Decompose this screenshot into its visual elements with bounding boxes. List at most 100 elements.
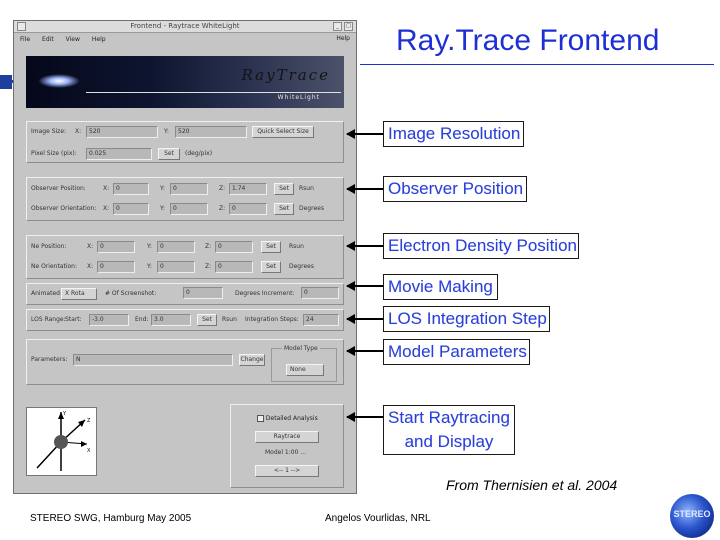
observer-pos-set-button[interactable]: Set: [274, 183, 294, 195]
minimize-icon[interactable]: _: [333, 22, 342, 31]
footer-center: Angelos Vourlidas, NRL: [325, 513, 431, 524]
observer-position-label: Observer Position:: [31, 185, 86, 192]
detailed-analysis-option[interactable]: Detailed Analysis: [257, 415, 318, 422]
observer-pos-unit: Rsun: [299, 185, 314, 192]
image-y-field[interactable]: 520: [175, 126, 247, 138]
ne-or-y-label: Y:: [147, 263, 152, 270]
callout-image-resolution: Image Resolution: [383, 121, 524, 147]
arrow-image-resolution: [346, 129, 383, 139]
observer-pos-x-label: X:: [103, 185, 110, 192]
los-end-field[interactable]: 3.0: [151, 314, 191, 326]
arrow-start-raytracing: [346, 412, 383, 422]
callout-observer-position: Observer Position: [383, 176, 527, 202]
los-range-label: LOS Range:: [31, 316, 66, 323]
footer-left: STEREO SWG, Hamburg May 2005: [30, 513, 192, 524]
arrow-model-parameters: [346, 346, 383, 356]
quick-select-size-button[interactable]: Quick Select Size: [252, 126, 314, 138]
title-rule: [360, 64, 714, 65]
observer-or-x-field[interactable]: 0: [113, 203, 149, 215]
los-unit: Rsun: [222, 316, 237, 323]
start-panel: Detailed Analysis Raytrace Model 1:00 ..…: [230, 404, 344, 488]
window-menu-icon[interactable]: [17, 22, 26, 31]
callout-los-step: LOS Integration Step: [383, 306, 550, 332]
observer-panel: Observer Position: X: 0 Y: 0 Z: 1.74 Set…: [26, 177, 344, 221]
arrow-los-step: [346, 314, 383, 324]
integration-steps-field[interactable]: 24: [303, 314, 339, 326]
callout-movie-making: Movie Making: [383, 274, 498, 300]
screenshot-count-label: # Of Screenshot:: [105, 290, 157, 297]
observer-or-z-field[interactable]: 0: [229, 203, 267, 215]
axis-y-label: Y: [62, 411, 67, 417]
observer-or-set-button[interactable]: Set: [274, 203, 294, 215]
model-type-label: Model Type: [282, 345, 320, 352]
axes-orientation-view[interactable]: Y Z X: [26, 407, 97, 476]
image-y-label: Y:: [164, 128, 169, 135]
ne-or-z-field[interactable]: 0: [215, 261, 253, 273]
degrees-increment-label: Degrees Increment:: [235, 290, 295, 297]
ne-pos-z-label: Z:: [205, 243, 212, 250]
ne-pos-z-field[interactable]: 0: [215, 241, 253, 253]
electron-density-panel: Ne Position: X: 0 Y: 0 Z: 0 Set Rsun Ne …: [26, 235, 344, 279]
degrees-increment-field[interactable]: 0: [301, 287, 339, 299]
observer-pos-x-field[interactable]: 0: [113, 183, 149, 195]
model-type-select[interactable]: None: [286, 364, 324, 376]
observer-pos-z-field[interactable]: 1.74: [229, 183, 267, 195]
change-button[interactable]: Change: [239, 354, 265, 366]
frame-nav-button[interactable]: <-- 1 -->: [255, 465, 319, 477]
raytrace-banner: RayTrace WhiteLight: [26, 56, 344, 108]
window-titlebar: Frontend - Raytrace WhiteLight _ □: [14, 21, 356, 33]
ne-or-y-field[interactable]: 0: [157, 261, 195, 273]
ne-pos-y-label: Y:: [147, 243, 152, 250]
ne-orientation-label: Ne Orientation:: [31, 263, 77, 270]
arrow-movie-making: [346, 281, 383, 291]
ne-or-z-label: Z:: [205, 263, 212, 270]
ne-pos-y-field[interactable]: 0: [157, 241, 195, 253]
observer-or-y-field[interactable]: 0: [170, 203, 208, 215]
checkbox-icon[interactable]: [257, 415, 264, 422]
observer-or-unit: Degrees: [299, 205, 324, 212]
menu-bar: File Edit View Help Help: [14, 33, 356, 45]
pixel-unit-label: (deg/pix): [185, 150, 213, 157]
menu-edit[interactable]: Edit: [42, 35, 54, 43]
integration-steps-label: Integration Steps:: [245, 316, 299, 323]
screenshot-count-field[interactable]: 0: [183, 287, 223, 299]
los-set-button[interactable]: Set: [197, 314, 217, 326]
observer-pos-y-field[interactable]: 0: [170, 183, 208, 195]
menu-file[interactable]: File: [20, 35, 31, 43]
ne-or-set-button[interactable]: Set: [261, 261, 281, 273]
ne-pos-unit: Rsun: [289, 243, 304, 250]
menu-help[interactable]: Help: [91, 35, 106, 43]
arrow-electron-density: [346, 241, 383, 251]
animated-select[interactable]: X Rota: [61, 288, 97, 300]
image-x-label: X:: [75, 128, 82, 135]
observer-orientation-label: Observer Orientation:: [31, 205, 97, 212]
movie-panel: Animated: X Rota # Of Screenshot: 0 Degr…: [26, 283, 344, 305]
ne-pos-set-button[interactable]: Set: [261, 241, 281, 253]
parameters-field[interactable]: N: [73, 354, 233, 366]
animated-label: Animated:: [31, 290, 62, 297]
stereo-logo: STEREO: [670, 494, 714, 538]
los-end-label: End:: [135, 316, 149, 323]
observer-or-z-label: Z:: [219, 205, 226, 212]
image-x-field[interactable]: 520: [86, 126, 158, 138]
banner-rule: [86, 92, 341, 93]
pixel-size-field[interactable]: 0.025: [86, 148, 152, 160]
model-panel: Parameters: N Change Model Type None: [26, 339, 344, 385]
los-panel: LOS Range: Start: -3.0 End: 3.0 Set Rsun…: [26, 309, 344, 331]
observer-pos-z-label: Z:: [219, 185, 226, 192]
menu-help-right[interactable]: Help: [336, 35, 350, 42]
pixel-size-label: Pixel Size (pix):: [31, 150, 77, 157]
raytrace-button[interactable]: Raytrace: [255, 431, 319, 443]
los-start-field[interactable]: -3.0: [89, 314, 129, 326]
menu-view[interactable]: View: [65, 35, 80, 43]
maximize-icon[interactable]: □: [344, 22, 353, 31]
axis-x-label: X: [87, 448, 91, 454]
window-title: Frontend - Raytrace WhiteLight: [130, 22, 240, 30]
pixel-set-button[interactable]: Set: [158, 148, 180, 160]
ne-pos-x-field[interactable]: 0: [97, 241, 135, 253]
los-start-label: Start:: [65, 316, 82, 323]
ne-or-x-label: X:: [87, 263, 94, 270]
stereo-logo-text: STEREO: [673, 509, 711, 519]
ne-or-x-field[interactable]: 0: [97, 261, 135, 273]
axis-z-label: Z: [87, 418, 91, 424]
